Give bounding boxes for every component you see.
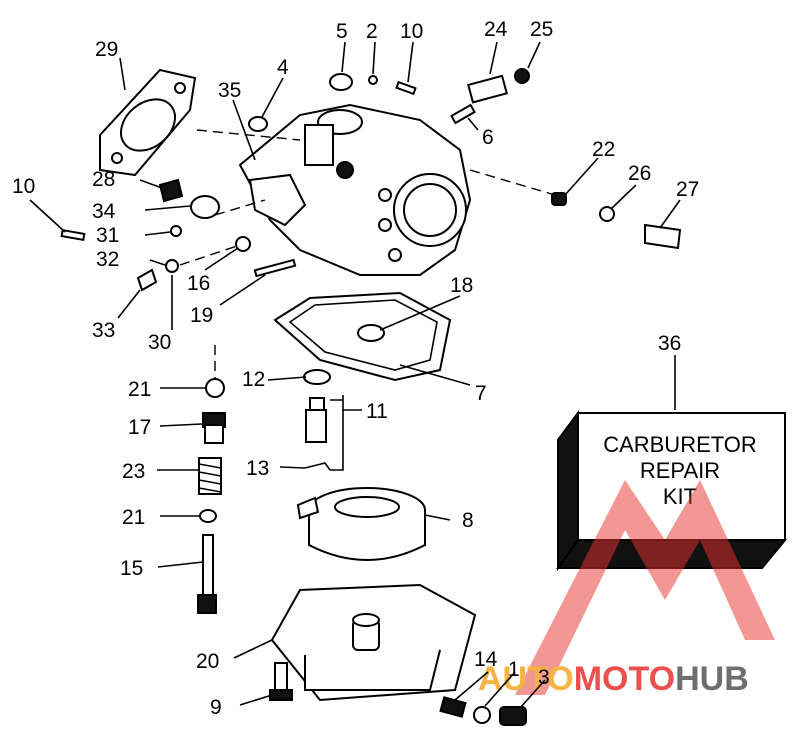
gasket-7 — [273, 291, 452, 382]
callout-25: 25 — [530, 18, 553, 41]
watermark-logo: AUTOMOTOHUB — [478, 480, 775, 698]
callout-30: 30 — [148, 331, 171, 354]
watermark-part-auto: AUTO — [478, 660, 574, 698]
plug-4 — [248, 116, 268, 132]
assembly-line-29 — [196, 129, 301, 141]
clip-12 — [303, 369, 331, 385]
washer-26 — [599, 206, 615, 222]
screw-33 — [136, 268, 158, 292]
washer-1 — [473, 706, 491, 724]
callout-18: 18 — [450, 274, 473, 297]
washer-21-upper — [205, 378, 225, 398]
nut-28 — [158, 178, 184, 203]
callout-29: 29 — [95, 38, 118, 61]
callout-33: 33 — [92, 319, 115, 342]
ball-31 — [170, 225, 182, 237]
needle-valve-11 — [305, 397, 327, 443]
bracket-24 — [467, 74, 508, 104]
pin-10-top — [395, 80, 417, 96]
callout-34: 34 — [92, 200, 116, 223]
spring-23 — [198, 457, 222, 495]
callout-3: 3 — [538, 666, 550, 689]
seal-18 — [357, 324, 385, 342]
callout-17: 17 — [128, 416, 151, 439]
svg-text:AUTOMOTOHUB: AUTOMOTOHUB — [478, 660, 749, 698]
callout-2: 2 — [366, 20, 378, 43]
screw-22 — [551, 192, 567, 206]
callout-19: 19 — [190, 304, 213, 327]
callout-36: 36 — [658, 332, 681, 355]
callout-10-top: 10 — [400, 20, 423, 43]
float-bowl-20 — [270, 583, 477, 702]
bushing-34 — [190, 195, 220, 219]
pin-10-left — [60, 228, 86, 242]
washer-16 — [235, 236, 251, 252]
callout-23: 23 — [122, 460, 145, 483]
float-8 — [296, 487, 426, 561]
pin-6 — [450, 103, 476, 125]
needle-14 — [439, 696, 467, 718]
callout-32: 32 — [96, 248, 119, 271]
callout-15: 15 — [120, 557, 143, 580]
watermark-part-hub: HUB — [675, 660, 749, 698]
callout-22: 22 — [592, 138, 615, 161]
kit-label-line1: CARBURETOR — [603, 432, 757, 457]
needle-15 — [197, 534, 217, 614]
washer-21-lower — [199, 509, 217, 523]
callout-13: 13 — [246, 457, 269, 480]
washer-30 — [165, 259, 179, 273]
callout-8: 8 — [462, 509, 474, 532]
shaft-19 — [253, 258, 297, 278]
assembly-line-22 — [469, 169, 556, 196]
callout-20: 20 — [196, 650, 219, 673]
kit-label-line2: REPAIR — [640, 458, 720, 483]
callout-16: 16 — [187, 272, 210, 295]
callout-14: 14 — [474, 648, 498, 671]
callout-1: 1 — [508, 658, 520, 681]
gasket-29 — [99, 68, 197, 177]
callout-9: 9 — [210, 696, 222, 719]
callout-11: 11 — [366, 400, 388, 423]
watermark-logo-mark — [515, 480, 775, 695]
callout-4: 4 — [277, 56, 289, 79]
ball-2 — [368, 75, 378, 85]
callout-5: 5 — [336, 20, 348, 43]
screw-9 — [269, 662, 293, 701]
carburetor-body — [238, 103, 472, 276]
screw-25 — [514, 68, 530, 84]
callout-28: 28 — [92, 168, 115, 191]
watermark-part-moto: MOTO — [574, 660, 675, 698]
callout-24: 24 — [484, 18, 508, 41]
pin-13 — [304, 462, 331, 471]
callout-21-lower: 21 — [122, 506, 145, 529]
assembly-line-30 — [179, 244, 241, 266]
screw-27 — [644, 223, 682, 250]
parts-drawing — [60, 68, 682, 726]
callout-numbers: 29 5 2 10 24 25 4 35 6 22 26 27 10 28 34… — [12, 18, 699, 719]
callout-6: 6 — [482, 126, 494, 149]
callout-7: 7 — [475, 382, 487, 405]
callout-10-left: 10 — [12, 175, 35, 198]
callout-27: 27 — [676, 178, 699, 201]
callout-26: 26 — [628, 162, 651, 185]
callout-31: 31 — [96, 224, 119, 247]
assembly-line-34 — [214, 199, 266, 216]
plug-3 — [499, 706, 527, 726]
callout-12: 12 — [242, 368, 265, 391]
fitting-17 — [202, 412, 226, 444]
callout-35: 35 — [218, 79, 241, 102]
plug-5 — [329, 73, 353, 91]
callout-21-upper: 21 — [128, 378, 151, 401]
leader-lines — [29, 41, 681, 709]
